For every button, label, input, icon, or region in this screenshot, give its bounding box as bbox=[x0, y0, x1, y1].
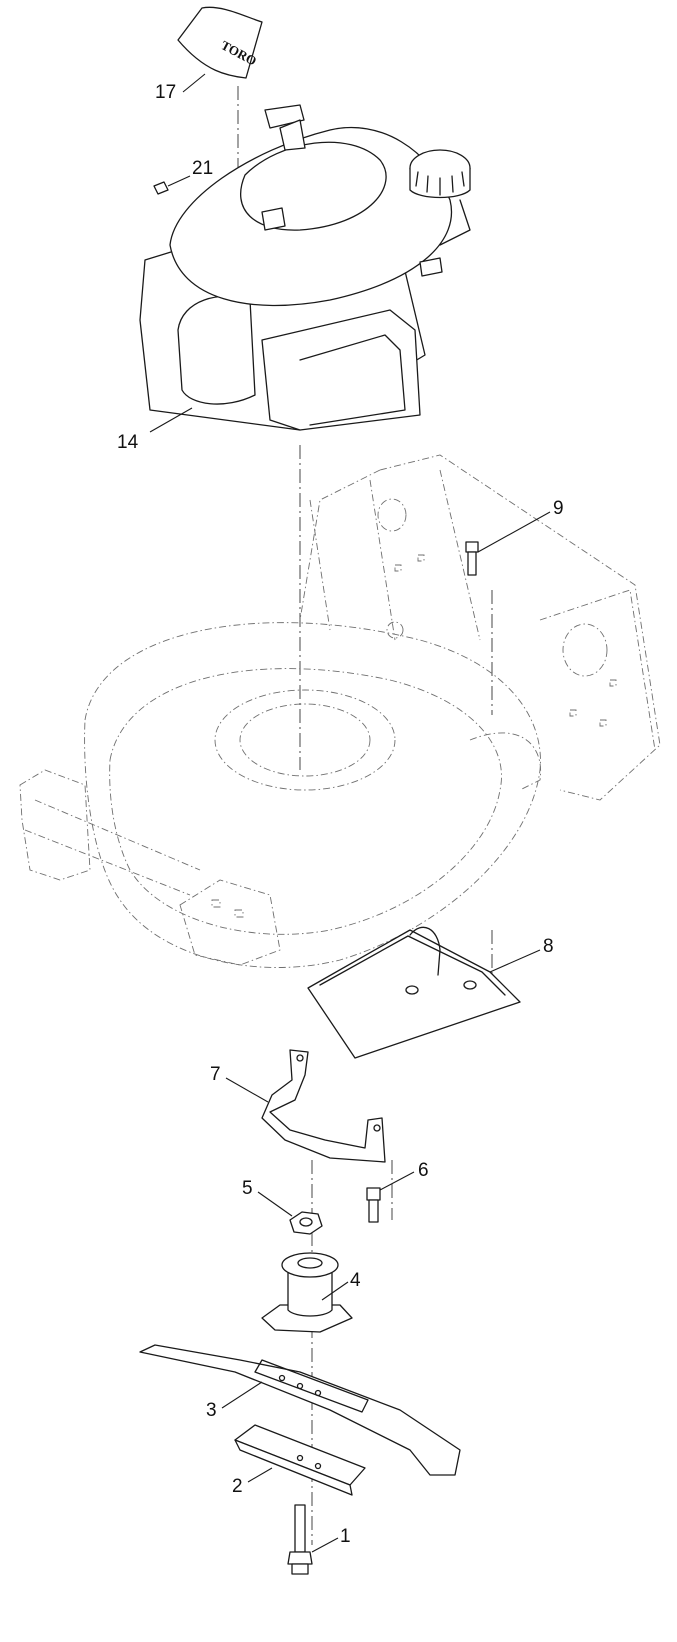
callout-2: 2 bbox=[232, 1476, 243, 1497]
bolt-part-6 bbox=[366, 1187, 381, 1223]
screw-part-21 bbox=[153, 181, 169, 195]
callout-8: 8 bbox=[543, 936, 554, 957]
callout-3: 3 bbox=[206, 1400, 217, 1421]
bolt-part-9 bbox=[465, 541, 479, 576]
callout-14: 14 bbox=[117, 432, 139, 453]
callout-9: 9 bbox=[553, 498, 564, 519]
blade-bolt-part bbox=[287, 1504, 313, 1575]
adapter-part bbox=[261, 1252, 353, 1333]
blade-part bbox=[139, 1344, 461, 1476]
callout-21: 21 bbox=[192, 158, 213, 179]
nut-part bbox=[289, 1211, 323, 1235]
stiffener-part bbox=[234, 1424, 366, 1496]
callout-7: 7 bbox=[210, 1064, 221, 1085]
bracket-part bbox=[261, 1049, 386, 1163]
mower-deck-ghost bbox=[19, 454, 661, 968]
callouts: 17 21 14 9 8 7 6 5 4 3 2 1 bbox=[117, 82, 564, 1547]
callout-5: 5 bbox=[242, 1178, 253, 1199]
engine-part bbox=[139, 104, 471, 431]
callout-1: 1 bbox=[340, 1526, 351, 1547]
callout-17: 17 bbox=[155, 82, 176, 103]
baffle-part bbox=[307, 926, 521, 1059]
callout-4: 4 bbox=[350, 1270, 361, 1291]
leader-lines bbox=[149, 73, 551, 1553]
decal-part: TORO bbox=[177, 6, 263, 79]
callout-6: 6 bbox=[418, 1160, 429, 1181]
